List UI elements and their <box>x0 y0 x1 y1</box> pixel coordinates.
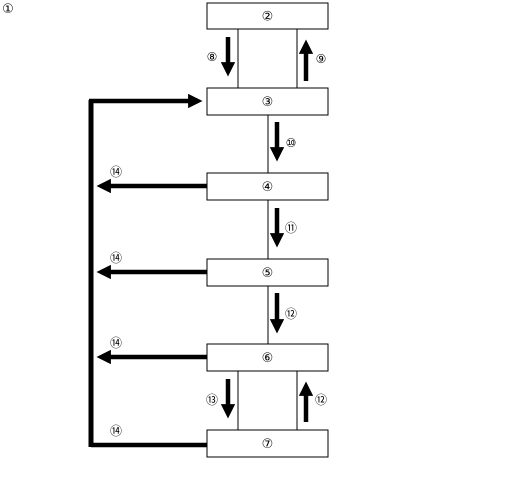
label-left-box-6: ⑭ <box>110 336 122 350</box>
box-7-label: ⑦ <box>262 437 274 452</box>
box-3: ③ <box>206 87 329 116</box>
label-up-7-6: ⑫ <box>315 393 327 407</box>
box-5: ⑤ <box>206 258 329 287</box>
label-left-box-5: ⑭ <box>110 251 122 265</box>
horizontal-arrows <box>96 178 207 365</box>
box-4-label: ④ <box>262 180 274 195</box>
label-down-6-7: ⑬ <box>206 393 218 407</box>
label-left-box-4: ⑭ <box>110 165 122 179</box>
arrow-labels: ⑧ ⑨ ⑩ ⑪ ⑫ ⑬ ⑫ ⑭ ⑭ ⑭ ⑭ <box>110 50 327 438</box>
box-2: ② <box>206 2 329 30</box>
label-down-4-5: ⑪ <box>285 221 297 235</box>
box-2-label: ② <box>262 10 274 25</box>
vertical-arrows <box>220 37 314 422</box>
box-6: ⑥ <box>206 343 329 372</box>
box-4: ④ <box>206 172 329 201</box>
label-up-3-2: ⑨ <box>316 52 327 66</box>
corner-label: ① <box>2 2 14 17</box>
box-5-label: ⑤ <box>262 266 274 281</box>
label-down-5-6: ⑫ <box>285 307 297 321</box>
box-3-label: ③ <box>262 95 274 110</box>
box-6-label: ⑥ <box>262 351 274 366</box>
label-down-3-4: ⑩ <box>286 136 297 150</box>
box-7: ⑦ <box>206 429 329 458</box>
label-down-2-3: ⑧ <box>207 50 218 64</box>
thin-connectors <box>237 29 298 430</box>
label-left-box-7: ⑭ <box>110 424 122 438</box>
feedback-loop <box>88 93 207 448</box>
